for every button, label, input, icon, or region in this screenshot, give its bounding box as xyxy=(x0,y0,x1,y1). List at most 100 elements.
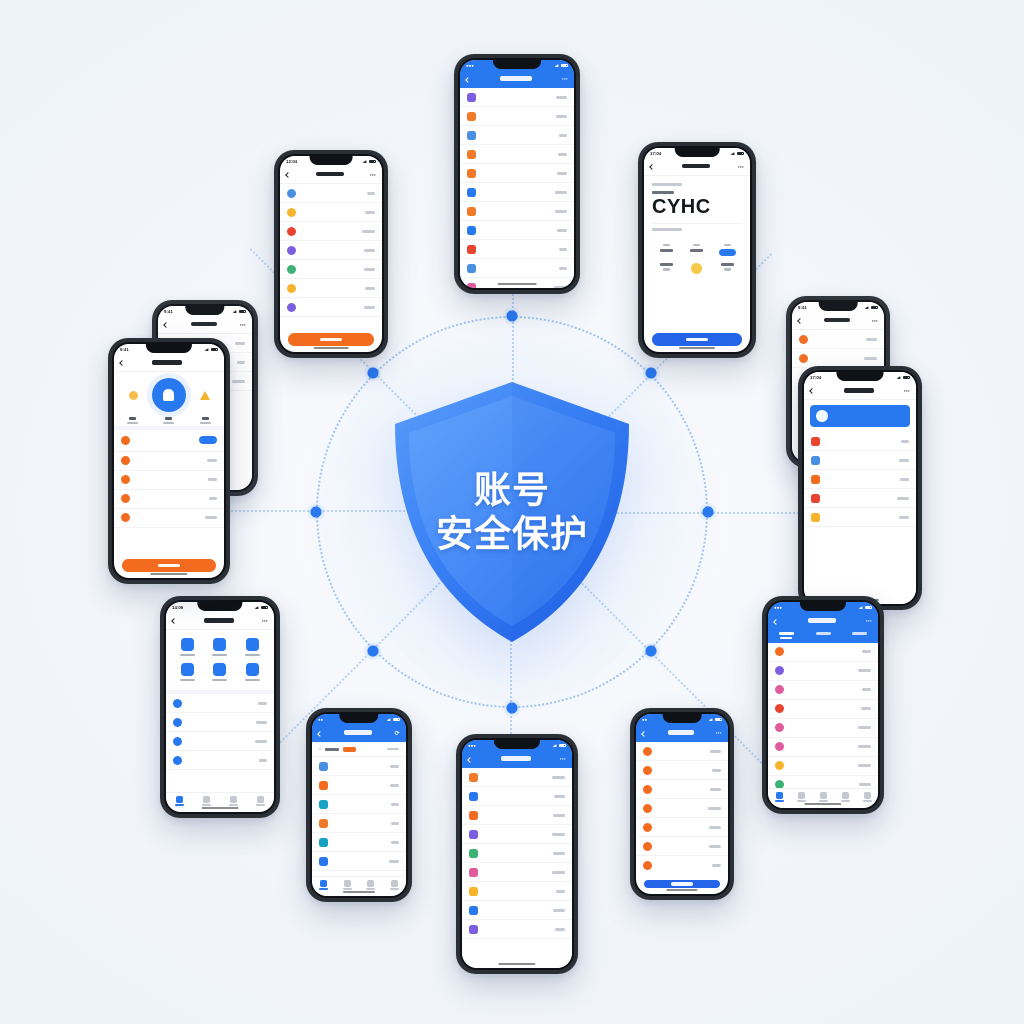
stat-cell[interactable] xyxy=(713,262,742,274)
highlighted-card[interactable] xyxy=(810,405,910,427)
list-item[interactable] xyxy=(460,278,574,288)
phone-bottom-right[interactable]: ●●● ⋯ xyxy=(762,596,884,814)
list-item[interactable] xyxy=(460,88,574,107)
list-item[interactable] xyxy=(462,882,572,901)
list-item[interactable] xyxy=(636,837,728,856)
tab-bar-item[interactable] xyxy=(774,791,784,803)
grid-feature-item[interactable] xyxy=(237,638,268,657)
list-item[interactable] xyxy=(460,107,574,126)
list-item[interactable] xyxy=(460,240,574,259)
action-pill-button[interactable] xyxy=(199,436,217,445)
tab-bar-item[interactable] xyxy=(840,791,850,803)
more-icon[interactable]: ⋯ xyxy=(559,757,566,763)
more-icon[interactable]: ⋯ xyxy=(261,618,268,625)
more-icon[interactable]: ⋯ xyxy=(865,619,872,625)
list-item[interactable] xyxy=(792,330,884,349)
list-item[interactable] xyxy=(280,279,382,298)
tab-bar-item[interactable] xyxy=(796,791,806,803)
list-item[interactable] xyxy=(768,757,878,776)
list-item[interactable] xyxy=(636,780,728,799)
phone-bottom-left-2[interactable]: ●● ⟳ xyxy=(306,708,412,902)
tab-bar-item[interactable] xyxy=(256,795,265,807)
list-item[interactable] xyxy=(114,509,224,528)
list-item[interactable] xyxy=(312,871,406,876)
phone-left-front[interactable]: 9:41 xyxy=(108,338,230,584)
tab-bar-item[interactable] xyxy=(862,791,872,803)
grid-feature-item[interactable] xyxy=(172,638,203,657)
list-item[interactable] xyxy=(768,776,878,788)
list-item[interactable] xyxy=(114,490,224,509)
list-item[interactable] xyxy=(280,260,382,279)
list-item[interactable] xyxy=(460,145,574,164)
list-item[interactable] xyxy=(768,738,878,757)
list-item[interactable] xyxy=(768,719,878,738)
tab-item[interactable] xyxy=(768,632,805,639)
tab-bar-item[interactable] xyxy=(389,879,399,891)
tab-item[interactable] xyxy=(841,632,878,639)
tab-bar-item[interactable] xyxy=(366,879,376,891)
grid-feature-item[interactable] xyxy=(172,663,203,682)
more-icon[interactable]: ⋯ xyxy=(903,388,910,395)
list-item[interactable] xyxy=(280,298,382,317)
list-item[interactable] xyxy=(804,432,916,451)
hero-stat[interactable] xyxy=(200,417,212,424)
list-item[interactable] xyxy=(804,451,916,470)
grid-feature-item[interactable] xyxy=(205,663,236,682)
tab-bar-item[interactable] xyxy=(342,879,352,891)
list-item[interactable] xyxy=(768,662,878,681)
list-item[interactable] xyxy=(636,818,728,837)
list-item[interactable] xyxy=(312,814,406,833)
list-item[interactable] xyxy=(460,164,574,183)
phone-top-left[interactable]: 12:04 ⋯ xyxy=(274,150,388,358)
list-item[interactable] xyxy=(312,833,406,852)
tab-bar-item[interactable] xyxy=(175,795,184,807)
list-item[interactable] xyxy=(460,259,574,278)
list-item[interactable] xyxy=(460,202,574,221)
list-item[interactable] xyxy=(636,856,728,874)
list-item[interactable] xyxy=(462,901,572,920)
phone-right-front[interactable]: 17:04 ⋯ xyxy=(798,366,922,610)
phone-bottom-left[interactable]: 14:06 ⋯ xyxy=(160,596,280,818)
list-item[interactable] xyxy=(280,241,382,260)
stat-cell[interactable] xyxy=(683,243,712,256)
list-item[interactable] xyxy=(312,795,406,814)
primary-cta-button[interactable] xyxy=(644,879,720,888)
list-item[interactable] xyxy=(636,742,728,761)
more-icon[interactable]: ⋯ xyxy=(715,731,722,737)
tab-bar-item[interactable] xyxy=(202,795,211,807)
primary-cta-button[interactable] xyxy=(122,559,216,572)
list-item[interactable] xyxy=(462,863,572,882)
list-item[interactable] xyxy=(462,825,572,844)
primary-cta-button[interactable] xyxy=(288,333,374,346)
bottom-tab-bar[interactable] xyxy=(768,788,878,808)
refresh-icon[interactable]: ⟳ xyxy=(394,731,400,737)
more-icon[interactable]: ⋯ xyxy=(561,77,568,83)
list-item[interactable] xyxy=(460,183,574,202)
more-icon[interactable]: ⋯ xyxy=(239,322,246,329)
phone-top[interactable]: ●●● ⋯ xyxy=(454,54,580,294)
list-item[interactable] xyxy=(114,452,224,471)
phone-bottom-center[interactable]: ●●● ⋯ xyxy=(456,734,578,974)
list-item[interactable] xyxy=(114,471,224,490)
list-item[interactable] xyxy=(460,126,574,145)
list-item[interactable] xyxy=(462,920,572,939)
tab-bar-item[interactable] xyxy=(229,795,238,807)
more-icon[interactable]: ⋯ xyxy=(369,172,376,179)
stat-cell[interactable] xyxy=(652,262,681,274)
phone-top-right[interactable]: 17:04 ⋯ CYHC xyxy=(638,142,756,358)
list-item[interactable] xyxy=(166,732,274,752)
phone-bottom-right-2[interactable]: ●● ⋯ xyxy=(630,708,734,900)
list-item[interactable] xyxy=(804,470,916,489)
primary-cta-button[interactable] xyxy=(652,333,742,346)
list-item[interactable] xyxy=(166,713,274,733)
grid-feature-item[interactable] xyxy=(205,638,236,657)
tab-bar-item[interactable] xyxy=(319,879,329,891)
bottom-tab-bar[interactable] xyxy=(166,792,274,812)
list-item[interactable] xyxy=(280,184,382,203)
list-item[interactable] xyxy=(312,757,406,776)
hero-stat[interactable] xyxy=(126,417,138,424)
list-item[interactable] xyxy=(462,844,572,863)
list-item[interactable] xyxy=(768,643,878,662)
list-item[interactable] xyxy=(636,761,728,780)
list-item[interactable] xyxy=(768,700,878,719)
